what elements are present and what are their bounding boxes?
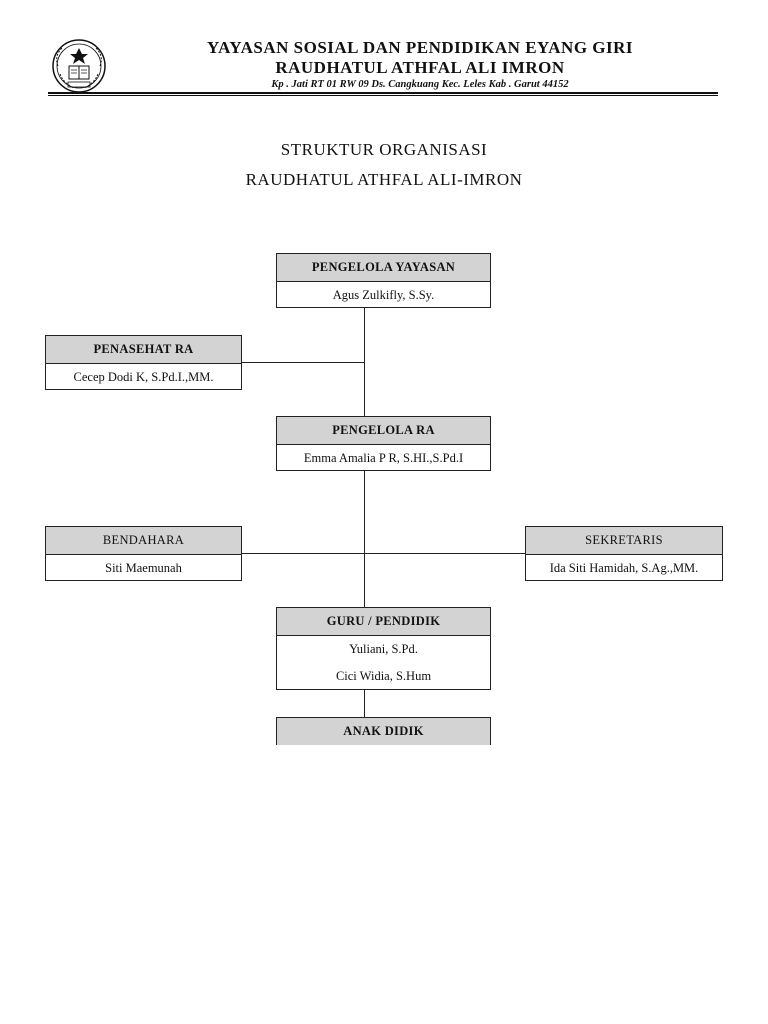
- letterhead-rule-thick: [48, 92, 718, 94]
- letterhead-address: Kp . Jati RT 01 RW 09 Ds. Cangkuang Kec.…: [271, 79, 569, 90]
- box-title: SEKRETARIS: [526, 527, 722, 555]
- document-subtitle: RAUDHATUL ATHFAL ALI-IMRON: [245, 170, 523, 189]
- box-title: PENGELOLA RA: [277, 417, 490, 445]
- box-sekretaris: SEKRETARIS Ida Siti Hamidah, S.Ag.,MM.: [525, 526, 723, 581]
- document-title: STRUKTUR ORGANISASI: [280, 140, 488, 159]
- box-guru-pendidik: GURU / PENDIDIK Yuliani, S.Pd. Cici Widi…: [276, 607, 491, 690]
- connector-bendahara-sekretaris: [241, 553, 526, 554]
- box-name: Emma Amalia P R, S.HI.,S.Pd.I: [303, 451, 464, 465]
- box-name: Ida Siti Hamidah, S.Ag.,MM.: [549, 561, 699, 575]
- box-name: Cici Widia, S.Hum: [335, 669, 432, 683]
- box-name: Agus Zulkifly, S.Sy.: [332, 288, 435, 302]
- box-pengelola-yayasan: PENGELOLA YAYASAN Agus Zulkifly, S.Sy.: [276, 253, 491, 308]
- connector-penasehat: [241, 362, 365, 363]
- box-title: ANAK DIDIK: [277, 718, 490, 745]
- connector-vertical-middle: [364, 471, 365, 608]
- box-title: BENDAHARA: [46, 527, 241, 555]
- letterhead-school-name: RAUDHATUL ATHFAL ALI IMRON: [275, 58, 565, 77]
- box-pengelola-ra: PENGELOLA RA Emma Amalia P R, S.HI.,S.Pd…: [276, 416, 491, 471]
- letterhead-rule-thin: [48, 95, 718, 96]
- box-title: GURU / PENDIDIK: [277, 608, 490, 636]
- connector-vertical-bottom: [364, 689, 365, 718]
- box-bendahara: BENDAHARA Siti Maemunah: [45, 526, 242, 581]
- letterhead: YAYASAN SOSIAL DAN PENDIDIKAN EYANG GIRI…: [0, 0, 768, 100]
- box-penasehat-ra: PENASEHAT RA Cecep Dodi K, S.Pd.I.,MM.: [45, 335, 242, 390]
- box-name: Yuliani, S.Pd.: [349, 642, 418, 656]
- box-anak-didik: ANAK DIDIK: [276, 717, 491, 745]
- letterhead-foundation-name: YAYASAN SOSIAL DAN PENDIDIKAN EYANG GIRI: [206, 38, 634, 57]
- box-name: Cecep Dodi K, S.Pd.I.,MM.: [73, 370, 214, 384]
- box-name: Siti Maemunah: [105, 561, 182, 575]
- box-title: PENASEHAT RA: [46, 336, 241, 364]
- box-title: PENGELOLA YAYASAN: [277, 254, 490, 282]
